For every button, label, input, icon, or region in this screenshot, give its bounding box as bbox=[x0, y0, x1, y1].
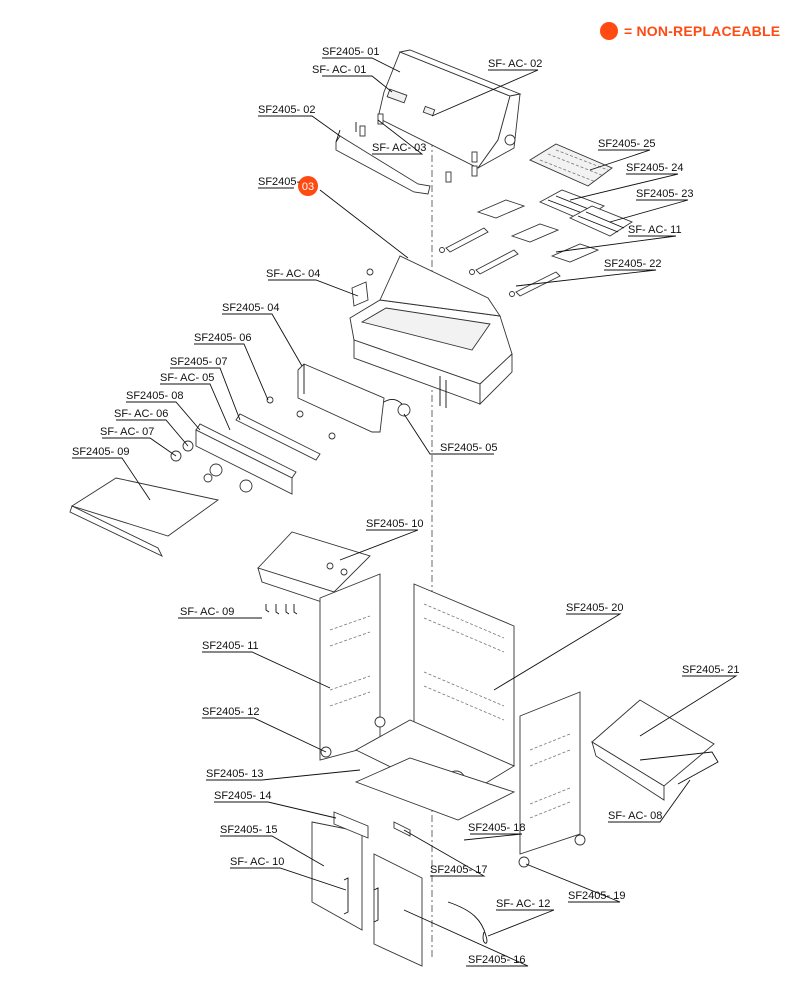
label-sf2405-17: SF2405- 17 bbox=[430, 864, 487, 876]
label-sf2405-09: SF2405- 09 bbox=[72, 446, 129, 458]
label-sf2405-18: SF2405- 18 bbox=[468, 822, 525, 834]
part-labels: SF2405- 01 SF- AC- 01 SF- AC- 02 SF2405-… bbox=[72, 46, 739, 966]
label-sf2405-21: SF2405- 21 bbox=[682, 664, 739, 676]
cooking-grate-2 bbox=[568, 205, 633, 237]
bottom-shelf bbox=[354, 719, 516, 821]
label-sf2405-16: SF2405- 16 bbox=[468, 954, 525, 966]
legend-label: = NON-REPLACEABLE bbox=[624, 23, 781, 39]
label-sf-ac-10: SF- AC- 10 bbox=[230, 856, 284, 868]
label-sf2405-03: SF2405- bbox=[258, 176, 301, 188]
non-replaceable-legend: = NON-REPLACEABLE bbox=[600, 21, 780, 41]
label-sf2405-15: SF2405- 15 bbox=[220, 824, 277, 836]
grill-lid bbox=[377, 49, 522, 169]
label-sf-ac-09: SF- AC- 09 bbox=[180, 606, 234, 618]
valve-manifold bbox=[235, 396, 336, 461]
label-sf2405-23: SF2405- 23 bbox=[636, 188, 693, 200]
label-sf2405-25: SF2405- 25 bbox=[598, 138, 655, 150]
left-cart-panel bbox=[319, 573, 386, 761]
label-sf2405-12: SF2405- 12 bbox=[202, 706, 259, 718]
regulator bbox=[383, 399, 411, 417]
control-panel-frame bbox=[297, 363, 385, 433]
label-sf-ac-04: SF- AC- 04 bbox=[266, 268, 320, 280]
ignition-wire bbox=[447, 901, 488, 944]
handle-hardware bbox=[359, 113, 478, 183]
label-sf2405-08: SF2405- 08 bbox=[126, 390, 183, 402]
cart-doors bbox=[311, 821, 423, 967]
control-knobs bbox=[170, 440, 253, 493]
label-sf2405-11: SF2405- 11 bbox=[202, 640, 259, 652]
label-sf-ac-02: SF- AC- 02 bbox=[488, 58, 542, 70]
lid-handle bbox=[335, 122, 431, 195]
label-sf2405-24: SF2405- 24 bbox=[626, 162, 683, 174]
shelf-hooks bbox=[265, 604, 298, 615]
non-replaceable-marker-icon bbox=[600, 22, 618, 40]
drip-tray bbox=[69, 477, 220, 557]
label-sf2405-20: SF2405- 20 bbox=[566, 602, 623, 614]
label-sf-ac-03: SF- AC- 03 bbox=[372, 142, 426, 154]
label-sf-ac-01: SF- AC- 01 bbox=[312, 64, 366, 76]
label-sf2405-19: SF2405- 19 bbox=[568, 890, 625, 902]
label-sf2405-22: SF2405- 22 bbox=[604, 258, 661, 270]
label-sf2405-13: SF2405- 13 bbox=[206, 768, 263, 780]
non-replaceable-badge-number: 03 bbox=[302, 181, 314, 193]
right-cart-panel bbox=[518, 691, 586, 868]
label-sf2405-10: SF2405- 10 bbox=[366, 518, 423, 530]
burner-tubes bbox=[439, 227, 561, 297]
label-sf-ac-08: SF- AC- 08 bbox=[608, 810, 662, 822]
heat-plates bbox=[476, 199, 600, 263]
label-sf-ac-11: SF- AC- 11 bbox=[628, 224, 682, 236]
firebox bbox=[349, 255, 513, 408]
label-sf-ac-12: SF- AC- 12 bbox=[496, 898, 550, 910]
label-sf2405-05: SF2405- 05 bbox=[440, 442, 497, 454]
label-sf2405-07: SF2405- 07 bbox=[170, 356, 227, 368]
label-sf-ac-06: SF- AC- 06 bbox=[114, 408, 168, 420]
label-sf-ac-05: SF- AC- 05 bbox=[160, 372, 214, 384]
label-sf2405-06: SF2405- 06 bbox=[194, 332, 251, 344]
label-sf2405-02: SF2405- 02 bbox=[258, 104, 315, 116]
label-sf2405-04: SF2405- 04 bbox=[222, 302, 279, 314]
right-side-shelf bbox=[591, 699, 719, 801]
label-sf2405-01: SF2405- 01 bbox=[322, 46, 379, 58]
firebox-bracket bbox=[351, 268, 374, 307]
leader-lines bbox=[72, 57, 738, 967]
label-sf2405-14: SF2405- 14 bbox=[214, 790, 271, 802]
control-panel bbox=[195, 423, 297, 495]
label-sf-ac-07: SF- AC- 07 bbox=[100, 426, 154, 438]
non-replaceable-badge-icon bbox=[298, 176, 318, 196]
door-magnet-bracket bbox=[333, 811, 411, 839]
